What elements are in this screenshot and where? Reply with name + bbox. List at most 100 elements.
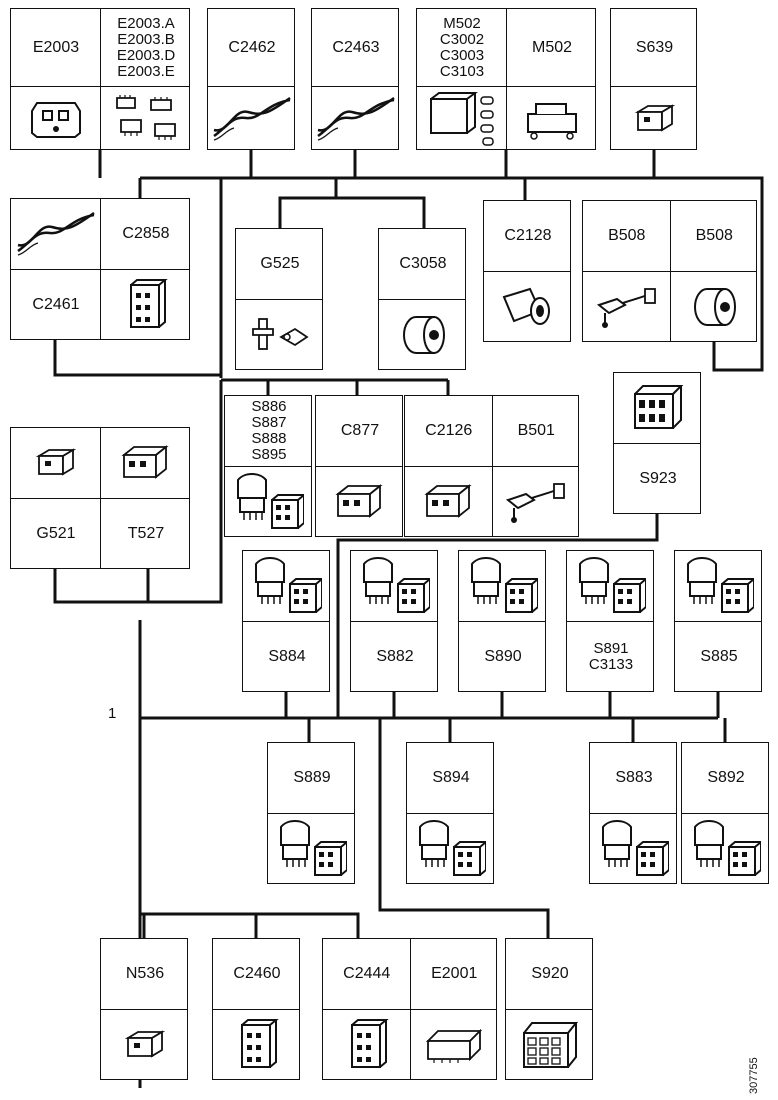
connector-box: C877 [315,395,403,537]
twisted-connector-icon [312,86,400,151]
connector-label: N536 [125,965,165,982]
sensor-connector-icon [493,466,581,538]
connector-label: G521 [36,525,76,542]
connector-box: S923 [613,372,701,514]
mount-connector-icon [507,86,597,151]
wire-segment [140,176,764,372]
connector-label: C2858 [122,225,170,242]
cell-divider [611,86,696,87]
cell-divider [379,299,465,300]
cell-divider [669,201,671,341]
cell-divider [268,813,354,814]
connector-box: C2462 [207,8,295,150]
sensor-connector-icon [583,271,671,343]
switch-connector-icon [225,466,313,538]
round-connector-icon [671,271,759,343]
connector-label: C2462 [228,38,276,56]
cell-divider [312,86,398,87]
callout-label: 1 [108,705,117,722]
cell-divider [351,621,437,622]
connector-label: T527 [127,525,165,542]
cell-divider [236,299,322,300]
plug2-connector-icon [11,428,101,498]
switch-connector-icon [243,551,331,621]
connector-box: S920 [505,938,593,1080]
multi-connector-icon [213,1009,301,1081]
connector-box: N536 [100,938,188,1080]
connector-box: S885 [674,550,762,692]
bulb-connector-icon [484,271,572,343]
connector-label: S886 S887 S888 S895 [251,398,287,463]
cell-divider [506,9,507,149]
cell-divider [675,621,761,622]
twisted-connector-icon [11,199,101,269]
connector-box: C2463 [311,8,399,150]
cell-divider [407,813,493,814]
housing-connector-icon [411,1009,499,1081]
round-connector-icon [379,299,467,371]
connector-label: S923 [639,470,677,487]
cell-divider [100,9,101,149]
connector-box: S894 [406,742,494,884]
connector-label: B508 [695,227,733,244]
cell-divider [682,813,768,814]
connector-box: G521 T527 [10,427,190,569]
connector-label: C2126 [425,422,473,439]
connector-box: S892 [681,742,769,884]
switch-connector-icon [682,813,770,885]
wire-segment [278,178,426,228]
connector-label: C3058 [399,255,447,272]
relay-connector-icon [417,86,507,151]
connector-label: S890 [484,648,522,665]
connector-box: E2003 E2003.A E2003.B E2003.D E2003.E [10,8,190,150]
connector-box: S882 [350,550,438,692]
connector-box: C2460 [212,938,300,1080]
connector-label: S884 [268,648,306,665]
plug3-connector-icon [405,466,493,538]
cell-divider [409,939,411,1079]
cell-divider [567,621,653,622]
multi-connector-icon [323,1009,411,1081]
connector-box: S886 S887 S888 S895 [224,395,312,537]
connector-label: S639 [635,38,674,56]
cell-divider [316,466,402,467]
plug2-connector-icon [101,1009,189,1081]
wire-segment [336,514,659,718]
connector-box: S890 [458,550,546,692]
plug4-connector-icon [11,86,101,151]
connector-box: C2128 [483,200,571,342]
cell-divider [101,1009,187,1010]
clips-connector-icon [101,86,191,151]
cell-divider [506,1009,592,1010]
switch-connector-icon [590,813,678,885]
wire-segment [284,692,720,718]
connector-label: S892 [707,769,745,786]
cell-divider [100,428,101,568]
cell-divider [100,199,101,339]
wire-segment [307,718,727,742]
cell-divider [459,621,545,622]
wire-segment [221,378,450,395]
connector-label: C2463 [332,38,380,56]
connector-label: M502 [531,38,573,56]
wire-segment [53,569,221,604]
switch-connector-icon [459,551,547,621]
connector-label: E2003.A E2003.B E2003.D E2003.E [116,14,176,80]
connector-box: S891 C3133 [566,550,654,692]
connector-label: C2444 [343,965,391,982]
wire-segment [138,178,223,378]
connector-label: E2003 [32,38,80,56]
connector-label: S889 [293,769,331,786]
connector-box: S884 [242,550,330,692]
connector-box: C3058 [378,228,466,370]
cell-divider [590,813,676,814]
cell-divider [491,396,493,536]
switch-connector-icon [268,813,356,885]
connector-label: B508 [608,227,646,244]
connector-label: C2460 [233,965,281,982]
connector-box: G525 [235,228,323,370]
connector-label: M502 C3002 C3003 C3103 [439,14,485,80]
wire-segment [98,150,656,178]
connector-box: B508 B508 [582,200,757,342]
